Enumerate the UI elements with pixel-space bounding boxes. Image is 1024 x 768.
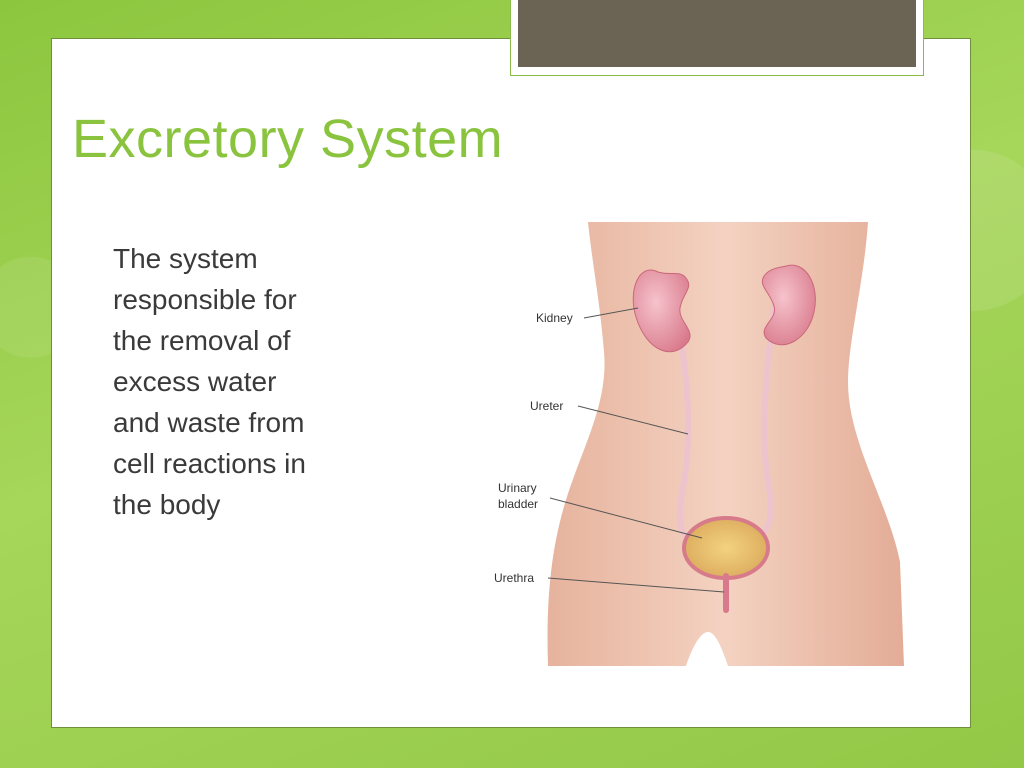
anatomy-diagram: Kidney Ureter Urinary bladder Urethra: [494, 222, 904, 666]
kidney-label: Kidney: [536, 311, 573, 325]
right-kidney: [761, 264, 816, 346]
ureter-label: Ureter: [530, 399, 563, 413]
bladder-leader: [549, 497, 703, 539]
kidney-leader: [583, 307, 639, 319]
body-line: the body: [113, 489, 221, 520]
left-kidney: [632, 269, 691, 353]
body-line: and waste from: [113, 407, 305, 438]
urethra-leader: [547, 577, 725, 593]
body-line: responsible for: [113, 284, 297, 315]
body-line: the removal of: [113, 325, 291, 356]
right-ureter: [747, 305, 777, 541]
body-line: excess water: [113, 366, 277, 397]
body-line: cell reactions in: [113, 448, 306, 479]
excretory-system-illustration: Kidney Ureter Urinary bladder Urethra: [488, 222, 908, 666]
torso-shape: [547, 222, 904, 666]
urinary-bladder: [682, 516, 770, 580]
header-tab-bar: [518, 0, 916, 67]
bladder-label: bladder: [498, 497, 538, 511]
urethra-label: Urethra: [494, 571, 534, 585]
body-line: The system: [113, 243, 258, 274]
slide-title: Excretory System: [72, 109, 504, 169]
slide-body-text: The system responsible for the removal o…: [113, 238, 393, 525]
ureter-leader: [577, 405, 689, 435]
urinary-label: Urinary: [498, 481, 537, 495]
